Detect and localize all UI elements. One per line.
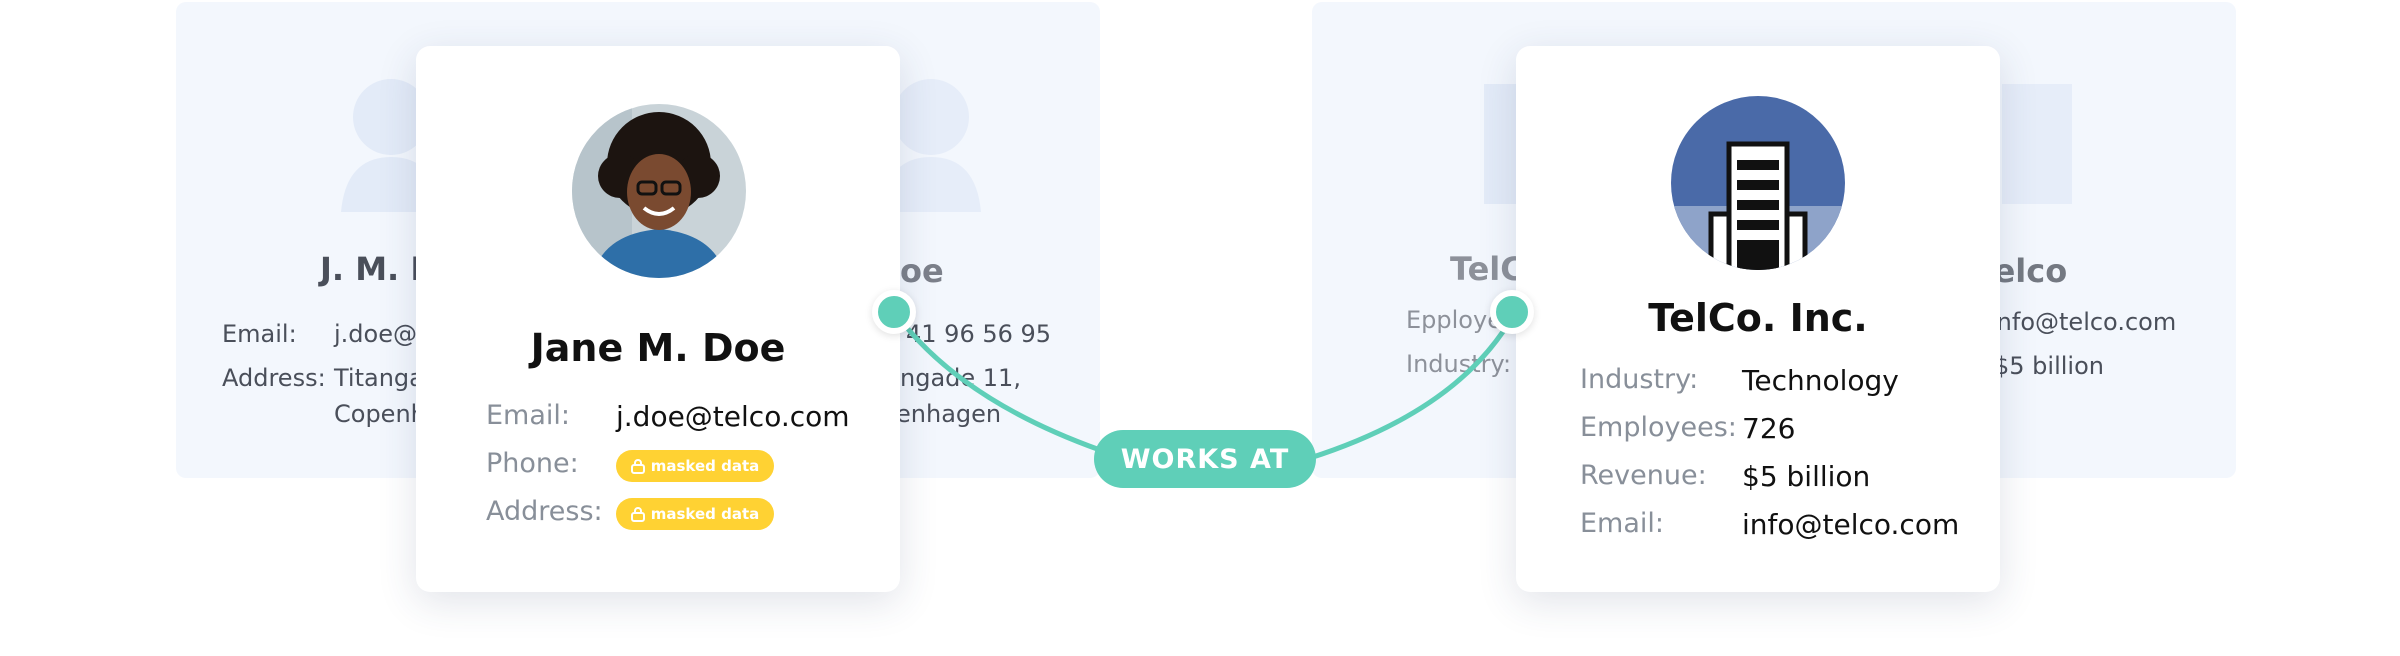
masked-label: masked data <box>650 505 760 523</box>
email-label: Email: <box>486 400 571 431</box>
person-silhouette-icon <box>881 79 981 212</box>
masked-label: masked data <box>650 457 760 475</box>
employees-label: Employees: <box>1580 412 1737 443</box>
company-avatar <box>1671 96 1845 270</box>
email-label: Email: <box>1580 508 1665 539</box>
masked-phone-badge: masked data <box>616 450 774 482</box>
company-connection-dot[interactable] <box>1490 290 1534 334</box>
ghost-person-name-right: oe <box>900 252 944 290</box>
person-card[interactable]: Jane M. Doe Email: j.doe@telco.com Phone… <box>416 46 900 592</box>
ghost-industry-label: Industry: <box>1406 350 1512 378</box>
revenue-value: $5 billion <box>1742 460 1871 493</box>
employees-value: 726 <box>1742 412 1796 445</box>
connector-line-right <box>1309 312 1517 461</box>
email-value: info@telco.com <box>1742 508 1960 541</box>
person-name: Jane M. Doe <box>530 326 786 370</box>
building-silhouette-icon <box>2002 84 2072 204</box>
revenue-label: Revenue: <box>1580 460 1707 491</box>
ghost-address-right2: enhagen <box>896 400 1002 428</box>
ghost-address-label: Address: <box>222 364 326 392</box>
ghost-revenue-value: $5 billion <box>1994 352 2104 380</box>
industry-value: Technology <box>1742 364 1899 397</box>
ghost-phone-value: 41 96 56 95 <box>906 320 1052 348</box>
connector-line-left <box>893 312 1101 453</box>
masked-address-badge: masked data <box>616 498 774 530</box>
ghost-email-value: j.doe@t <box>334 320 427 348</box>
email-value: j.doe@telco.com <box>616 400 850 433</box>
phone-label: Phone: <box>486 448 579 479</box>
ghost-email-label: Email: <box>222 320 297 348</box>
lock-icon <box>630 507 645 522</box>
ghost-address-line1: Titanga <box>334 364 424 392</box>
address-label: Address: <box>486 496 603 527</box>
ghost-address-line2: Copenh <box>334 400 426 428</box>
relationship-label[interactable]: WORKS AT <box>1094 430 1316 488</box>
person-connection-dot[interactable] <box>872 290 916 334</box>
company-name: TelCo. Inc. <box>1648 296 1868 340</box>
ghost-email-value: info@telco.com <box>1990 308 2177 336</box>
industry-label: Industry: <box>1580 364 1699 395</box>
building-icon <box>1708 141 1808 270</box>
ghost-company-name: TelC <box>1450 250 1524 288</box>
company-card[interactable]: TelCo. Inc. Industry: Technology Employe… <box>1516 46 2000 592</box>
lock-icon <box>630 459 645 474</box>
avatar <box>572 104 746 278</box>
